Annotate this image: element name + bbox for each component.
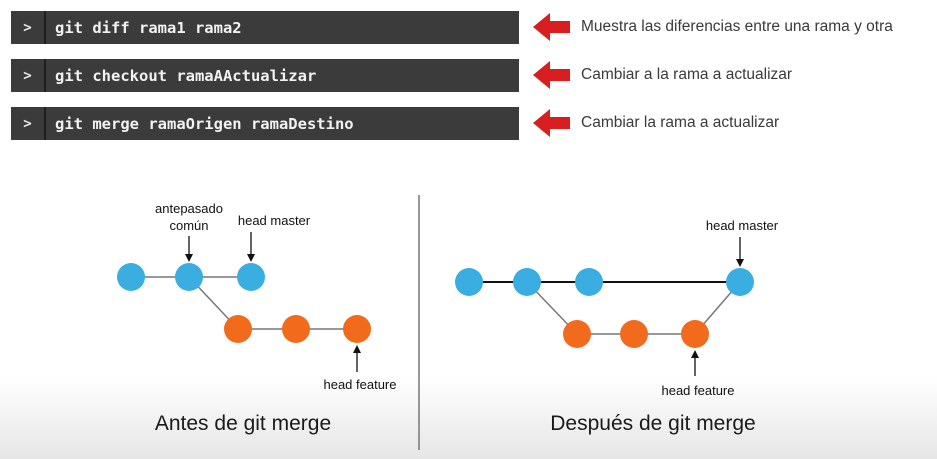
head-feature-commit [681,320,709,348]
red-left-arrow-icon [533,13,570,41]
command-row-diff: > git diff rama1 rama2 [11,11,519,44]
head-feature-label: head feature [661,383,734,398]
command-text: git checkout ramaAActualizar [55,66,317,85]
feature-commit [620,320,648,348]
master-commit [575,268,603,296]
prompt-chevron: > [11,107,46,140]
red-left-arrow-icon [533,109,570,137]
command-description: Cambiar la rama a actualizar [581,114,780,131]
after-caption: Después de git merge [550,412,755,435]
command-text: git merge ramaOrigen ramaDestino [55,114,354,133]
feature-commit [282,315,310,343]
merge-commit [726,268,754,296]
head-master-commit [237,263,265,291]
feature-commit [224,315,252,343]
common-ancestor-label: común [169,218,208,233]
head-feature-commit [343,315,371,343]
common-ancestor-commit [513,268,541,296]
command-description: Muestra las diferencias entre una rama y… [581,18,893,35]
command-row-checkout: > git checkout ramaAActualizar [11,59,519,92]
command-text: git diff rama1 rama2 [55,18,242,37]
master-commit [455,268,483,296]
prompt-chevron: > [11,59,46,92]
red-left-arrow-icon [533,61,570,89]
command-row-merge: > git merge ramaOrigen ramaDestino [11,107,519,140]
prompt-chevron: > [11,11,46,44]
head-master-label: head master [706,218,779,233]
common-ancestor-label: antepasado [155,201,223,216]
after-panel: head master head feature Después de git … [455,218,779,435]
head-feature-label: head feature [323,377,396,392]
head-master-label: head master [238,213,311,228]
before-caption: Antes de git merge [155,412,331,435]
master-commit [117,263,145,291]
command-description: Cambiar a la rama a actualizar [581,66,793,83]
common-ancestor-commit [175,263,203,291]
feature-commit [563,320,591,348]
before-panel: antepasado común head master head featur… [117,201,397,435]
